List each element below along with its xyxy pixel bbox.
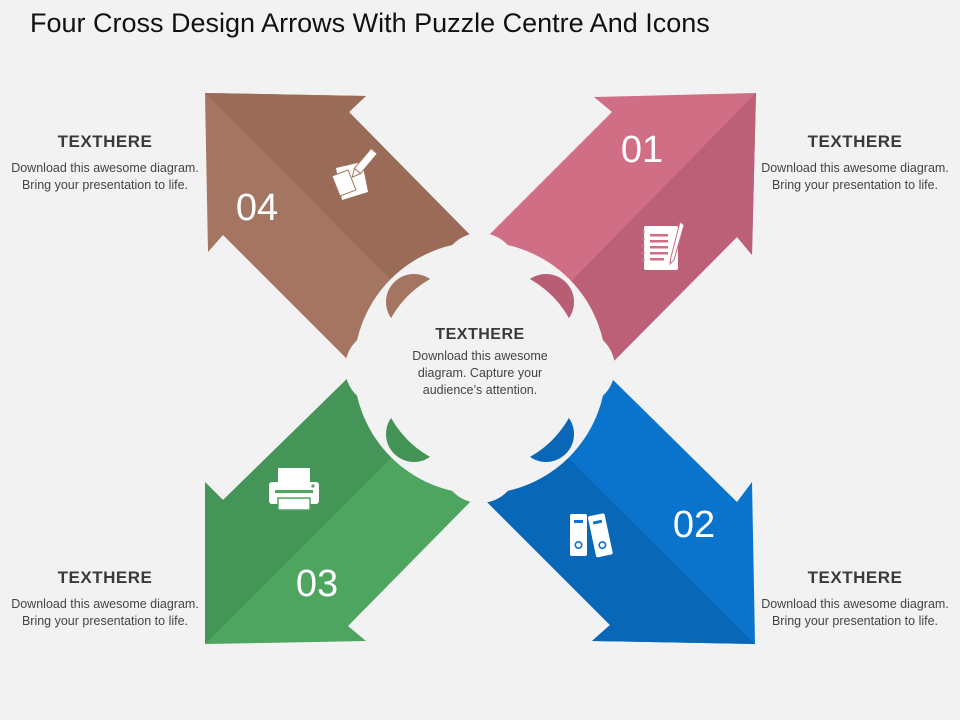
text-block-bottom-right: TEXTHERE Download this awesome diagram. …	[755, 568, 955, 629]
binders-icon	[570, 513, 613, 558]
puzzle-centre	[345, 233, 615, 503]
center-body: Download this awesome diagram. Capture y…	[412, 349, 548, 397]
text-block-top-right: TEXTHERE Download this awesome diagram. …	[755, 132, 955, 193]
center-heading: TEXTHERE	[435, 326, 525, 343]
printer-icon	[269, 468, 319, 511]
paper-pen-icon	[331, 147, 378, 200]
text-block-top-left: TEXTHERE Download this awesome diagram. …	[5, 132, 205, 193]
arrow-03-number: 03	[296, 563, 338, 605]
arrow-04-number: 04	[236, 187, 278, 229]
arrow-01-number: 01	[621, 129, 663, 171]
block-heading: TEXTHERE	[807, 568, 903, 587]
block-heading: TEXTHERE	[57, 568, 153, 587]
center-text-block: TEXTHERE Download this awesome diagram. …	[405, 326, 555, 398]
block-body: Download this awesome diagram. Bring you…	[761, 161, 949, 192]
notepad-pen-icon	[641, 221, 685, 270]
text-block-bottom-left: TEXTHERE Download this awesome diagram. …	[5, 568, 205, 629]
block-heading: TEXTHERE	[807, 132, 903, 151]
block-body: Download this awesome diagram. Bring you…	[11, 161, 199, 192]
page-title: Four Cross Design Arrows With Puzzle Cen…	[30, 8, 710, 38]
block-heading: TEXTHERE	[57, 132, 153, 151]
block-body: Download this awesome diagram. Bring you…	[11, 597, 199, 628]
block-body: Download this awesome diagram. Bring you…	[761, 597, 949, 628]
arrow-02-number: 02	[673, 504, 715, 546]
